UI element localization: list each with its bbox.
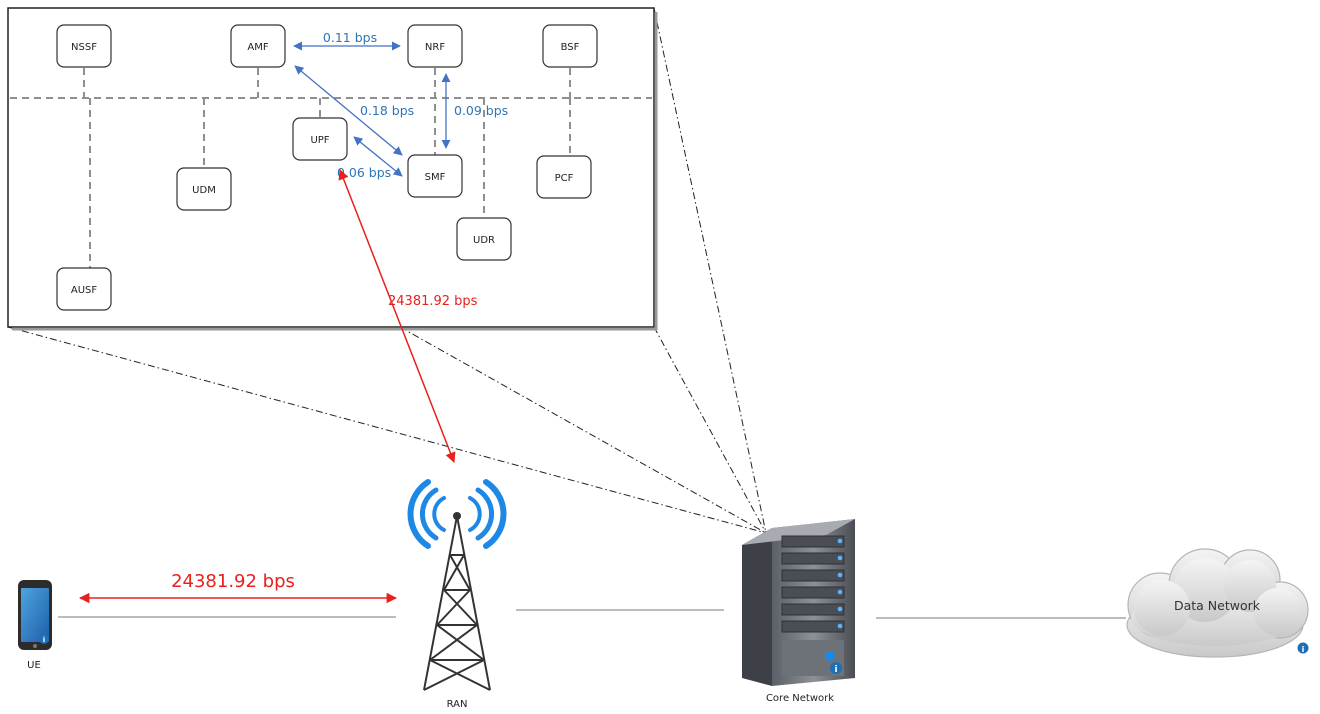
info-icon[interactable]: [830, 662, 842, 674]
info-icon[interactable]: [1297, 642, 1309, 654]
nf-bsf: BSF: [542, 24, 598, 68]
svg-text:i: i: [43, 636, 45, 644]
ue-phone-icon[interactable]: i: [18, 580, 52, 650]
projection-line-mid: [399, 326, 767, 534]
ran-label: RAN: [447, 699, 468, 710]
nssf-label: NSSF: [71, 42, 97, 53]
udm-label: UDM: [192, 185, 216, 196]
ausf-label: AUSF: [71, 285, 98, 296]
svg-text:i: i: [1302, 645, 1305, 654]
nf-udm: UDM: [176, 167, 232, 211]
ran-tower-icon[interactable]: [407, 479, 507, 691]
link-upf-ran: [338, 169, 456, 463]
nf-nssf: NSSF: [56, 24, 112, 68]
upf-label: UPF: [310, 135, 329, 146]
amf-label: AMF: [247, 42, 268, 53]
nf-udr: UDR: [456, 217, 512, 261]
svg-text:i: i: [834, 665, 837, 675]
nf-nrf: NRF: [407, 24, 463, 68]
projection-line-left: [7, 326, 767, 534]
link-amf-smf-label: 0.18 bps: [360, 103, 414, 118]
data-network-label: Data Network: [1174, 598, 1261, 613]
link-amf-nrf-label: 0.11 bps: [323, 30, 377, 45]
core-panel: NSSF AMF NRF BSF UPF UDM SMF PCF: [7, 7, 658, 331]
bottom-links: [58, 609, 1126, 619]
pcf-label: PCF: [555, 173, 574, 184]
ue-label: UE: [27, 660, 41, 671]
core-network-label: Core Network: [766, 693, 834, 704]
link-upf-smf-label: 0.06 bps: [337, 165, 391, 180]
bsf-label: BSF: [561, 42, 580, 53]
nf-amf: AMF: [230, 24, 286, 68]
nf-pcf: PCF: [536, 155, 592, 199]
link-nrf-smf-label: 0.09 bps: [454, 103, 508, 118]
nf-upf: UPF: [292, 117, 348, 161]
projection-line-top-right: [653, 7, 767, 534]
ue-ran-rate-label: 24381.92 bps: [171, 571, 295, 592]
core-server-icon[interactable]: i: [742, 519, 855, 686]
smf-label: SMF: [425, 172, 446, 183]
info-icon[interactable]: [39, 634, 49, 644]
udr-label: UDR: [473, 235, 495, 246]
nf-ausf: AUSF: [56, 267, 112, 311]
nrf-label: NRF: [425, 42, 445, 53]
data-network-cloud-icon[interactable]: i: [1126, 548, 1309, 658]
link-upf-ran-label: 24381.92 bps: [388, 294, 478, 309]
nf-smf: SMF: [407, 154, 463, 198]
projection-line-bottom-right: [653, 326, 767, 534]
